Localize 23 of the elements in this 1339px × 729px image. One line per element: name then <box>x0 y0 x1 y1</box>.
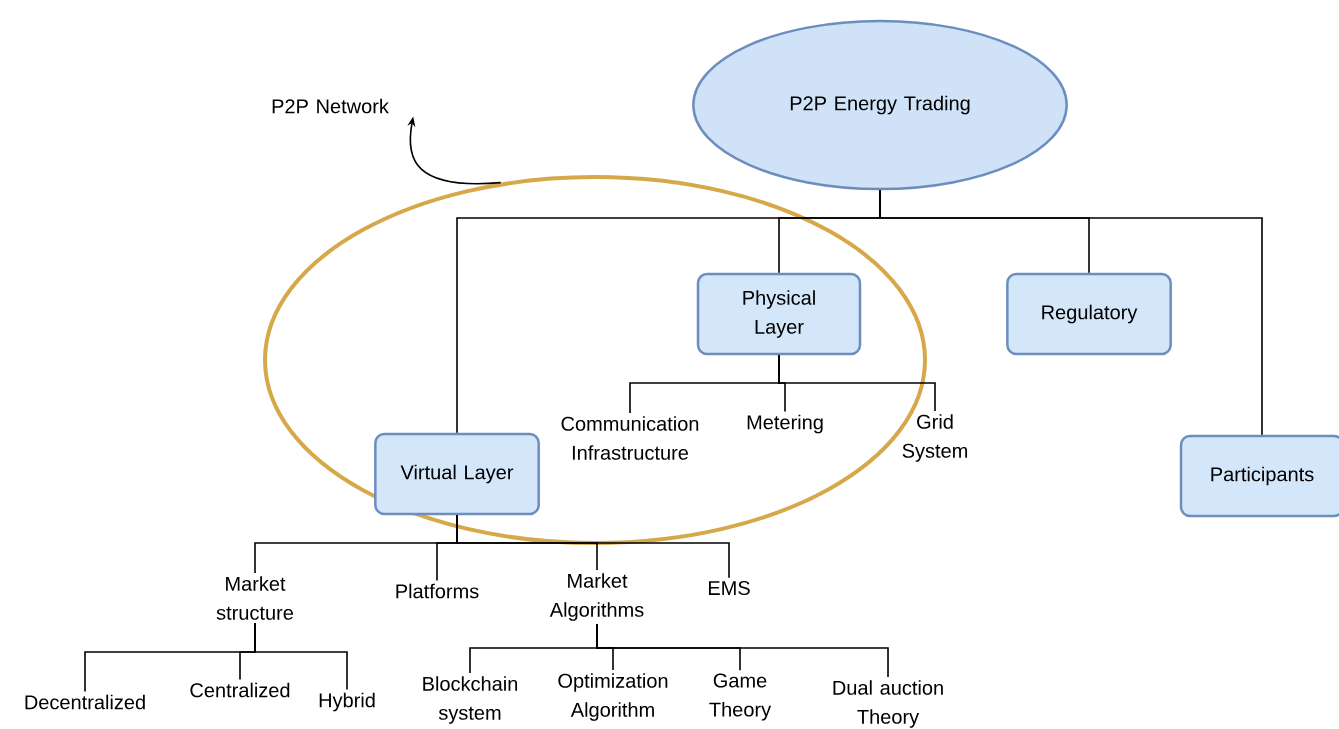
node-label: Game Theory <box>709 673 772 721</box>
category-box: Participants <box>1179 434 1339 518</box>
node-label: Platforms <box>396 583 479 599</box>
node-label: Centralized <box>190 682 290 698</box>
node-label: Decentralized <box>25 694 145 710</box>
node-label: Grid System <box>902 414 968 462</box>
node-label: Optimization Algorithm <box>558 673 668 721</box>
node-label: Hybrid <box>319 692 375 712</box>
category-box: Physical Layer <box>696 272 862 356</box>
node-label: Metering <box>747 414 823 434</box>
connector-line <box>456 514 730 579</box>
node-label: Communication Infrastructure <box>561 416 699 460</box>
connector-line <box>254 622 348 691</box>
node-label: Market structure <box>216 576 293 620</box>
connector-line <box>778 354 936 412</box>
node-label: Market Algorithms <box>549 573 644 621</box>
node-label: P2P Network <box>272 98 389 114</box>
connector-line <box>596 623 889 678</box>
connector-line <box>879 189 1263 436</box>
category-box: Regulatory <box>1006 272 1172 356</box>
node-label: EMS <box>709 580 750 596</box>
node-label: Blockchain system <box>423 676 518 724</box>
node-label: Dual auction Theory <box>833 680 943 728</box>
